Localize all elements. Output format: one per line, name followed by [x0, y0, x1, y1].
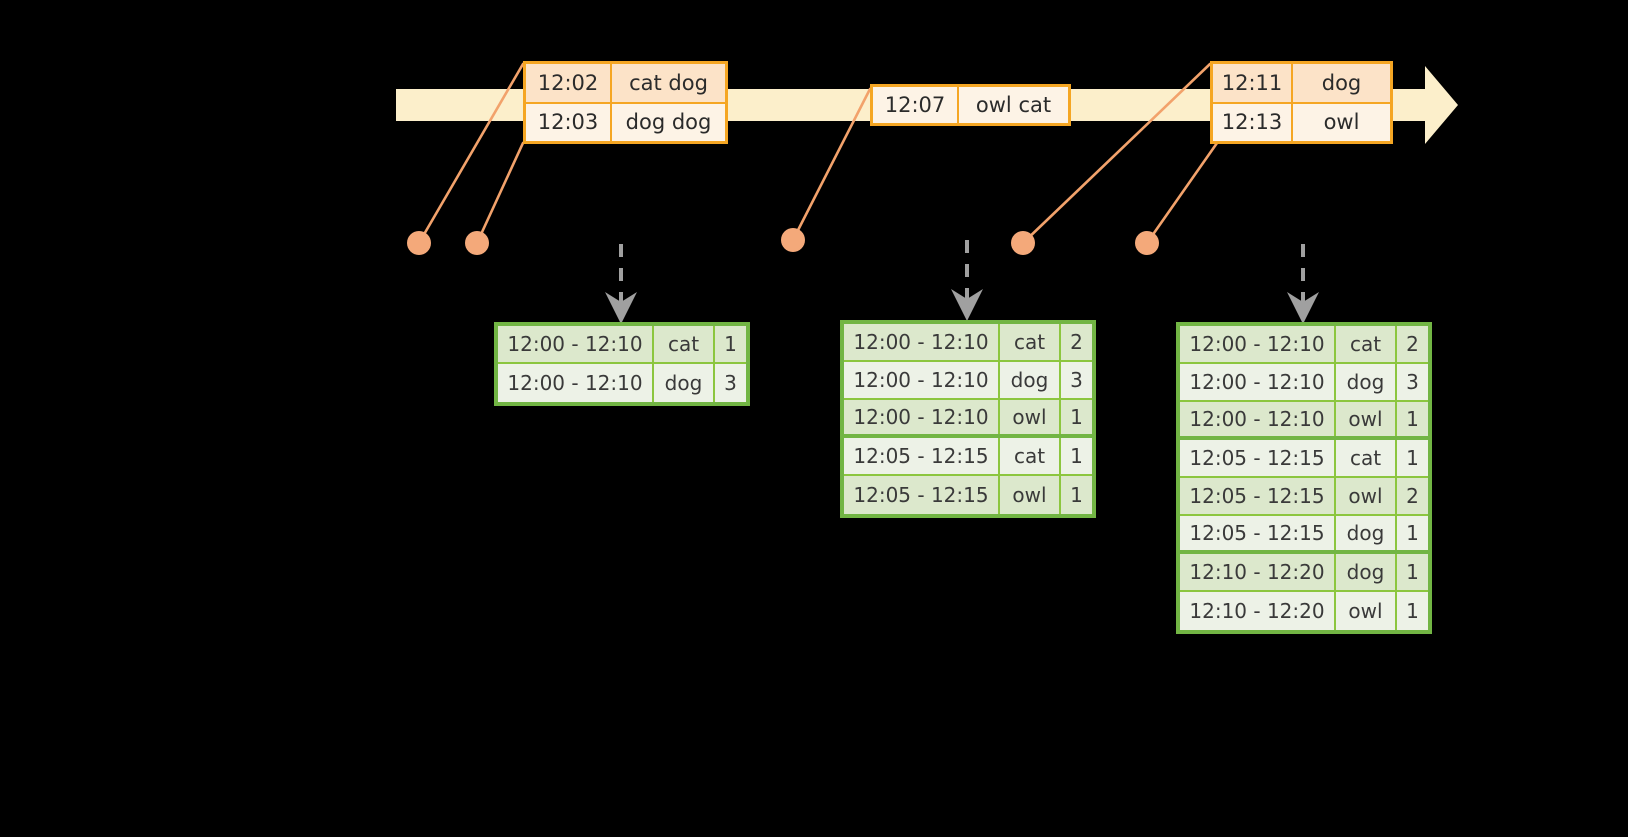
event-time: 12:07	[873, 87, 959, 123]
event-dot-4	[1011, 231, 1035, 255]
cell-window: 12:00 - 12:10	[1180, 326, 1336, 362]
timeline-event-group-3[interactable]: 12:11 dog 12:13 owl	[1210, 61, 1393, 144]
cell-count: 1	[715, 326, 746, 362]
timeline-event-row[interactable]: 12:02 cat dog	[526, 64, 725, 102]
event-dots	[407, 228, 1159, 255]
cell-window: 12:00 - 12:10	[498, 364, 654, 402]
cell-window: 12:05 - 12:15	[1180, 516, 1336, 550]
event-dot-2	[465, 231, 489, 255]
cell-count: 1	[1397, 554, 1428, 590]
event-words: owl cat	[959, 87, 1068, 123]
cell-word: cat	[1000, 438, 1061, 474]
cell-window: 12:00 - 12:10	[1180, 364, 1336, 400]
cell-word: dog	[654, 364, 715, 402]
timeline-event-row[interactable]: 12:11 dog	[1213, 64, 1390, 102]
event-words: owl	[1293, 103, 1390, 141]
cell-count: 1	[1397, 516, 1428, 550]
cell-word: dog	[1336, 364, 1397, 400]
event-time: 12:03	[526, 103, 612, 141]
timeline-event-group-1[interactable]: 12:02 cat dog 12:03 dog dog	[523, 61, 728, 144]
cell-window: 12:00 - 12:10	[498, 326, 654, 362]
cell-window: 12:05 - 12:15	[1180, 440, 1336, 476]
event-time: 12:02	[526, 64, 612, 102]
cell-count: 1	[1397, 592, 1428, 630]
timeline-event-group-2[interactable]: 12:07 owl cat	[870, 84, 1071, 126]
connector-line-5	[1145, 141, 1219, 245]
event-dot-1	[407, 231, 431, 255]
cell-word: owl	[1336, 402, 1397, 436]
cell-word: dog	[1336, 516, 1397, 550]
result-arrows	[605, 240, 1319, 324]
event-time: 12:13	[1213, 103, 1293, 141]
cell-count: 1	[1061, 476, 1092, 514]
cell-count: 2	[1397, 326, 1428, 362]
event-words: cat dog	[612, 64, 725, 102]
timeline-event-row[interactable]: 12:07 owl cat	[873, 87, 1068, 123]
cell-word: cat	[1336, 440, 1397, 476]
cell-word: cat	[1000, 324, 1061, 360]
cell-word: cat	[1336, 326, 1397, 362]
cell-word: cat	[654, 326, 715, 362]
cell-count: 2	[1397, 478, 1428, 514]
cell-word: owl	[1000, 476, 1061, 514]
connector-line-3	[791, 87, 872, 242]
cell-window: 12:00 - 12:10	[1180, 402, 1336, 436]
cell-window: 12:05 - 12:15	[844, 476, 1000, 514]
cell-window: 12:10 - 12:20	[1180, 592, 1336, 630]
cell-count: 2	[1061, 324, 1092, 360]
timeline-event-row[interactable]: 12:03 dog dog	[526, 101, 725, 141]
cell-window: 12:10 - 12:20	[1180, 554, 1336, 590]
cell-word: dog	[1000, 362, 1061, 398]
cell-word: owl	[1336, 478, 1397, 514]
cell-count: 1	[1397, 402, 1428, 436]
cell-count: 3	[715, 364, 746, 402]
cell-count: 3	[1061, 362, 1092, 398]
cell-count: 1	[1061, 400, 1092, 434]
cell-word: owl	[1000, 400, 1061, 434]
connector-line-2	[475, 141, 525, 245]
cell-count: 1	[1061, 438, 1092, 474]
event-dot-3	[781, 228, 805, 252]
cell-word: dog	[1336, 554, 1397, 590]
event-dot-5	[1135, 231, 1159, 255]
event-words: dog dog	[612, 103, 725, 141]
event-words: dog	[1293, 64, 1390, 102]
cell-window: 12:00 - 12:10	[844, 362, 1000, 398]
cell-word: owl	[1336, 592, 1397, 630]
cell-window: 12:00 - 12:10	[844, 400, 1000, 434]
timeline-event-row[interactable]: 12:13 owl	[1213, 101, 1390, 141]
cell-window: 12:00 - 12:10	[844, 324, 1000, 360]
cell-window: 12:05 - 12:15	[1180, 478, 1336, 514]
cell-count: 3	[1397, 364, 1428, 400]
cell-count: 1	[1397, 440, 1428, 476]
event-time: 12:11	[1213, 64, 1293, 102]
connector-line-1	[417, 62, 525, 245]
cell-window: 12:05 - 12:15	[844, 438, 1000, 474]
